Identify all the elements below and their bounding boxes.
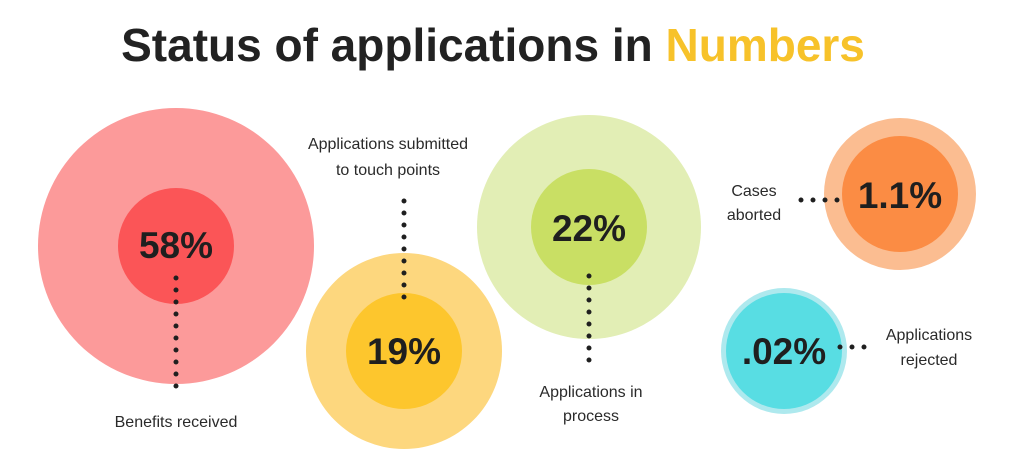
bubble-benefits-inner: [118, 188, 234, 304]
bubble-rejected-inner: [726, 293, 842, 409]
value-benefits: 58%: [139, 225, 213, 266]
chart-title: Status of applications in Numbers: [0, 18, 986, 72]
label-process-line1: Applications in: [539, 384, 642, 401]
title-highlight: Numbers: [665, 19, 865, 71]
label-benefits: Benefits received: [115, 414, 238, 431]
bubble-aborted-inner: [842, 136, 958, 252]
label-rejected-line1: Applications: [886, 327, 972, 344]
bubble-submitted-inner: [346, 293, 462, 409]
label-process-line2: process: [563, 408, 619, 425]
label-submitted-line2: to touch points: [336, 162, 440, 179]
title-main: Status of applications in: [121, 19, 653, 71]
label-submitted-line1: Applications submitted: [308, 136, 468, 153]
value-submitted: 19%: [367, 331, 441, 372]
value-rejected: .02%: [742, 331, 826, 372]
label-aborted-line1: Cases: [731, 183, 776, 200]
value-aborted: 1.1%: [858, 175, 942, 216]
label-rejected-line2: rejected: [901, 352, 958, 369]
label-aborted-line2: aborted: [727, 207, 781, 224]
bubble-process-inner: [531, 169, 647, 285]
value-process: 22%: [552, 208, 626, 249]
